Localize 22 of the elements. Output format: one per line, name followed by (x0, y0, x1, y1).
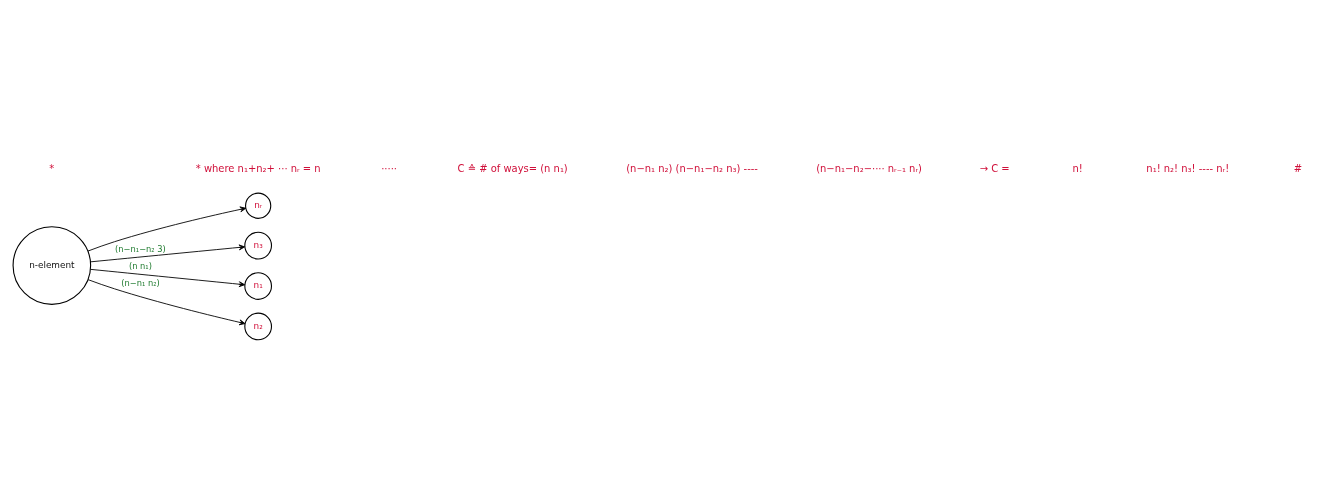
label: ····· (381, 162, 398, 174)
node-circle: n₂ (244, 312, 273, 341)
arrow (87, 206, 247, 252)
label: → C = (979, 162, 1010, 174)
node-circle: n₁ (244, 272, 273, 300)
label: (n−n₁ n₂) (n−n₁−n₂ n₃) ---- (626, 162, 758, 174)
label: # (1293, 162, 1303, 174)
label: n! (1072, 162, 1083, 174)
edge-label: (n n₁) (128, 260, 152, 271)
node-circle: n-element (12, 226, 92, 305)
arrow (87, 279, 246, 326)
label: n₁! n₂! n₃! ---- nᵣ! (1146, 162, 1230, 174)
node-circle: nᵣ (245, 192, 272, 219)
arrow (90, 268, 246, 288)
arrow (90, 244, 246, 263)
label: (n−n₁−n₂−···· nᵣ₋₁ nᵣ) (816, 162, 922, 174)
label: * where n₁+n₂+ ··· nᵣ = n (195, 162, 321, 174)
label: * (49, 162, 55, 174)
edge-label: (n−n₁−n₂ 3) (115, 243, 166, 254)
edge-label: (n−n₁ n₂) (121, 278, 160, 289)
label: C ≙ # of ways= (n n₁) (457, 162, 568, 174)
node-circle: n₃ (244, 231, 273, 260)
